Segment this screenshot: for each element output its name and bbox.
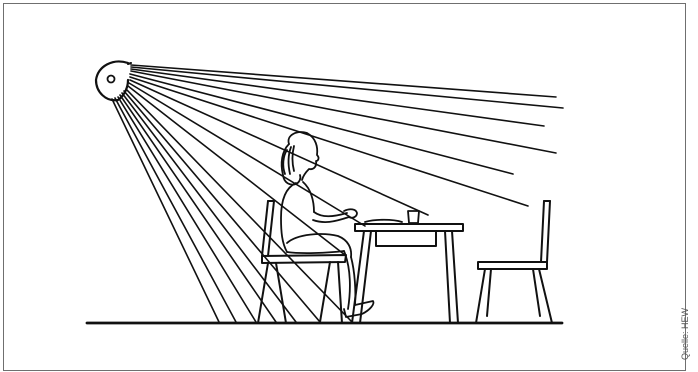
table — [351, 223, 464, 324]
source-credit: Quelle: HEW — [680, 307, 690, 360]
cup-icon — [407, 210, 420, 224]
seated-person — [280, 131, 375, 318]
plate-icon — [364, 218, 403, 223]
right-chair — [475, 200, 553, 324]
lamp-icon — [94, 60, 132, 102]
left-chair — [257, 200, 347, 324]
light-rays — [111, 64, 564, 323]
